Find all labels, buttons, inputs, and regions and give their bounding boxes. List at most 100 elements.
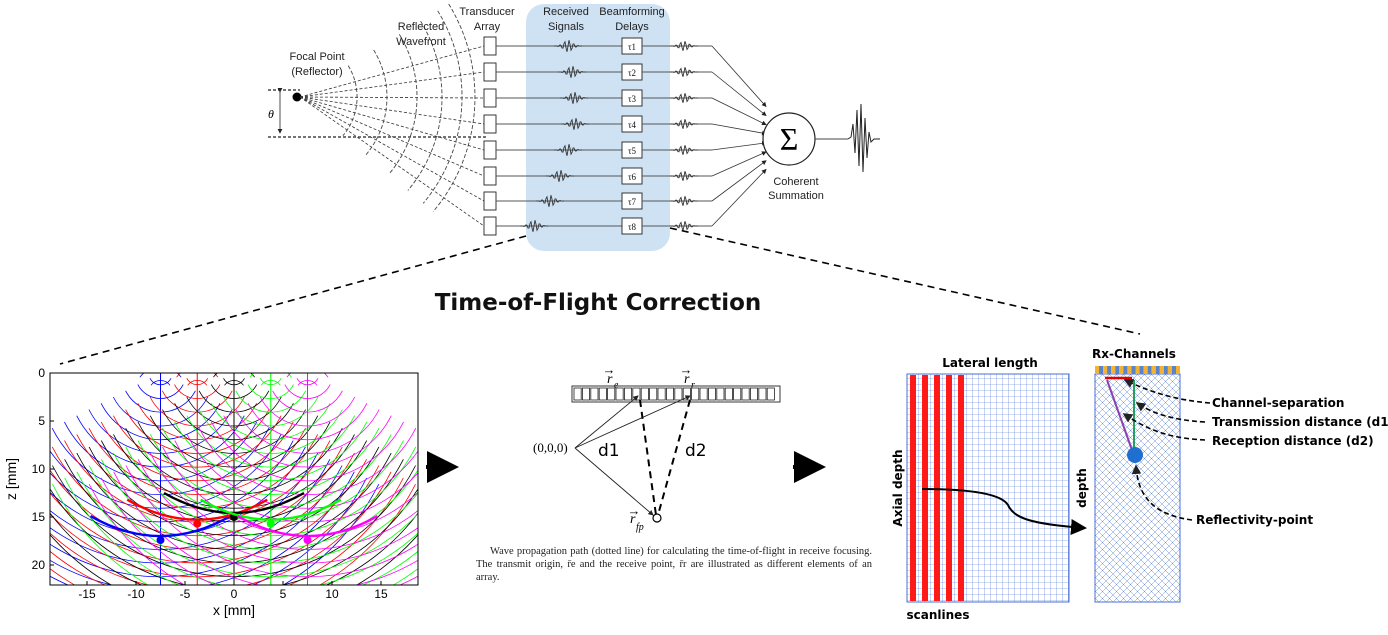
delay-label: τ1 (628, 42, 636, 52)
rx-channel-cell (1095, 366, 1100, 374)
wave-arc (235, 409, 380, 454)
wave-arc (112, 396, 209, 427)
array-element (724, 387, 733, 401)
rx-channel-cell (1151, 366, 1156, 374)
delayed-signal-pulse (670, 93, 698, 103)
wave-arc (113, 471, 418, 585)
geometry-diagram: → r e → r r (0,0,0) d1 d2 → r fp (533, 362, 781, 533)
wave-arc (186, 434, 418, 509)
d1-path (639, 399, 657, 516)
re-sub: e (614, 380, 619, 391)
lateral-length-label: Lateral length (942, 356, 1038, 370)
rfp-sub: fp (636, 522, 644, 533)
depth-label: depth (1075, 468, 1089, 508)
d2-path (657, 399, 691, 516)
rx-channel-cell (1115, 366, 1120, 374)
wave-arc (247, 384, 294, 400)
y-axis-label: z [mm] (3, 458, 19, 500)
delay-label: τ3 (628, 94, 637, 104)
y-tick-label: 5 (38, 414, 45, 428)
wave-arc (247, 403, 368, 441)
transducer-element (483, 88, 497, 108)
array-element (573, 387, 582, 401)
y-tick-label: 10 (32, 462, 46, 476)
array-element (649, 387, 658, 401)
y-tick-label: 20 (32, 558, 46, 572)
delayed-signal-pulse (670, 119, 698, 129)
mapping-curve (921, 488, 1087, 535)
rx-channel-cell (1176, 366, 1181, 374)
output-pulse (847, 103, 880, 173)
wave-arc (50, 471, 355, 585)
wave-arc (297, 380, 318, 386)
transducer-element (483, 62, 497, 82)
focal-point-dot (292, 92, 302, 102)
delay-label: τ4 (628, 120, 637, 130)
wave-arc (174, 384, 221, 400)
array-element (758, 387, 767, 401)
delayed-signal-pulse (670, 145, 698, 155)
delay-label: τ2 (628, 68, 636, 78)
wave-arc (88, 409, 233, 454)
wave-arc (198, 390, 270, 413)
array-element (590, 387, 599, 401)
wave-arc (162, 409, 306, 454)
reflected-label: Reflected (398, 21, 444, 33)
transducer-element (483, 140, 497, 160)
array-element (657, 387, 666, 401)
sum-input-line (711, 140, 767, 151)
array-elements (571, 385, 781, 403)
received-signal-pulse (553, 40, 583, 52)
wave-arc (186, 415, 355, 468)
wave-arc (50, 465, 380, 578)
delayed-signal-pulse (670, 196, 698, 206)
wave-arc (64, 477, 418, 585)
array-label: Array (474, 21, 501, 33)
focused-wavefront (163, 491, 305, 515)
x-tick-label: 5 (280, 587, 287, 601)
transducer-element (483, 114, 497, 134)
wave-arc (272, 390, 343, 413)
array-element (615, 387, 624, 401)
rx-channel-cell (1123, 366, 1128, 374)
rx-channel-cell (1159, 366, 1164, 374)
wave-arc (223, 415, 392, 468)
zoom-line-left (59, 235, 527, 365)
svg-text:→: → (628, 503, 641, 518)
wave-arc (150, 380, 171, 386)
x-tick-label: -10 (127, 587, 145, 601)
wave-arc (137, 384, 184, 399)
x-tick-label: 10 (325, 587, 339, 601)
wave-arc (260, 380, 281, 386)
focal-point-marker (652, 513, 662, 523)
wave-arc (125, 428, 343, 495)
wave-arc (50, 477, 367, 585)
wave-arc (50, 484, 416, 585)
delay-label: τ5 (628, 146, 637, 156)
rx-channel-cell (1167, 366, 1172, 374)
wave-arc (174, 440, 418, 523)
array-element (716, 387, 725, 401)
wave-arc (161, 390, 233, 413)
rx-channel-cell (1119, 366, 1124, 374)
delayed-signal-pulse (670, 171, 698, 181)
wave-arcs (50, 373, 418, 585)
delay-label: τ8 (628, 222, 637, 232)
wave-arc (88, 465, 418, 578)
geometry-caption: Wave propagation path (dotted line) for … (476, 546, 872, 583)
scanline-bar (958, 375, 964, 601)
scanline-grid: Lateral length Axial depth scanlines (891, 356, 1087, 622)
wave-arc (282, 484, 380, 585)
wave-arc (137, 459, 418, 564)
rx-channel-cell (1139, 366, 1144, 374)
rx-channel-strip (1095, 366, 1181, 374)
array-element (640, 387, 649, 401)
rx-channel-cell (1155, 366, 1160, 374)
reflectivity-point-dot (1127, 447, 1143, 463)
delayed-signal-pulse (670, 41, 698, 51)
delay-label: τ7 (628, 197, 637, 207)
wave-arc (52, 484, 418, 585)
scanline-bars (910, 375, 964, 601)
